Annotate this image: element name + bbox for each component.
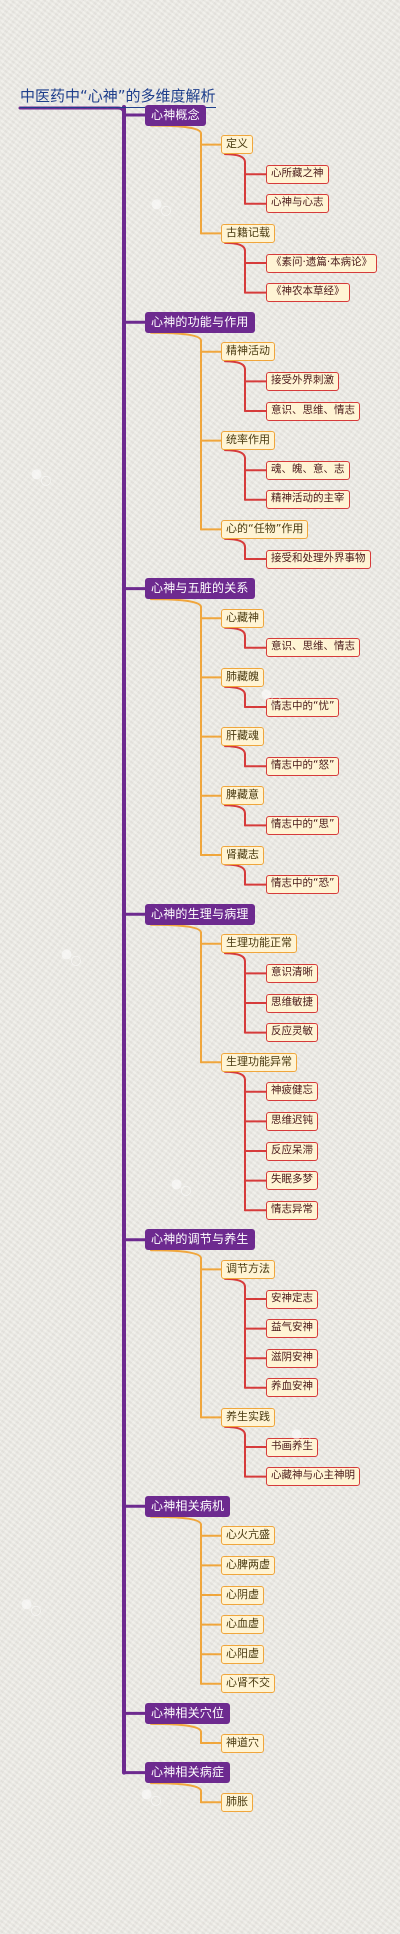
leaf-node[interactable]: 养血安神 (266, 1378, 318, 1398)
leaf-node[interactable]: 心神与心志 (266, 194, 329, 214)
section-node[interactable]: 心神的功能与作用 (145, 311, 255, 333)
leaf-node[interactable]: 益气安神 (266, 1319, 318, 1339)
leaf-node[interactable]: 滋阴安神 (266, 1348, 318, 1368)
section-node[interactable]: 心神与五脏的关系 (145, 578, 255, 600)
leaf-node[interactable]: 《素问·遗篇·本病论》 (266, 253, 378, 273)
leaf-node[interactable]: 意识清晰 (266, 963, 318, 983)
subtopic-node[interactable]: 心血虚 (221, 1615, 264, 1635)
subtopic-node[interactable]: 心肾不交 (221, 1674, 275, 1694)
leaf-node[interactable]: 书画养生 (266, 1437, 318, 1457)
section-node[interactable]: 心神相关病机 (145, 1495, 231, 1517)
subtopic-node[interactable]: 心藏神 (221, 608, 264, 628)
subtopic-node[interactable]: 定义 (221, 135, 253, 155)
leaf-node[interactable]: 神疲健忘 (266, 1082, 318, 1102)
subtopic-node[interactable]: 古籍记载 (221, 223, 275, 243)
leaf-node[interactable]: 意识、思维、情志 (266, 638, 360, 658)
subtopic-node[interactable]: 心的“任物”作用 (221, 519, 309, 539)
subtopic-node[interactable]: 神道穴 (221, 1733, 264, 1753)
leaf-node[interactable]: 意识、思维、情志 (266, 401, 360, 421)
page-title: 中医药中“心神”的多维度解析 (20, 86, 216, 108)
leaf-node[interactable]: 安神定志 (266, 1289, 318, 1309)
subtopic-node[interactable]: 统率作用 (221, 431, 275, 451)
section-node[interactable]: 心神相关穴位 (145, 1702, 231, 1724)
subtopic-node[interactable]: 心脾两虚 (221, 1555, 275, 1575)
leaf-node[interactable]: 情志异常 (266, 1200, 318, 1220)
leaf-node[interactable]: 思维迟钝 (266, 1111, 318, 1131)
leaf-node[interactable]: 情志中的“忧” (266, 697, 340, 717)
subtopic-node[interactable]: 调节方法 (221, 1259, 275, 1279)
section-node[interactable]: 心神相关病症 (145, 1762, 231, 1784)
leaf-node[interactable]: 《神农本草经》 (266, 283, 350, 303)
leaf-node[interactable]: 接受和处理外界事物 (266, 549, 371, 569)
leaf-node[interactable]: 情志中的“思” (266, 815, 340, 835)
leaf-node[interactable]: 反应呆滞 (266, 1141, 318, 1161)
subtopic-node[interactable]: 肝藏魂 (221, 727, 264, 747)
subtopic-node[interactable]: 心阴虚 (221, 1585, 264, 1605)
subtopic-node[interactable]: 心阳虚 (221, 1644, 264, 1664)
section-node[interactable]: 心神概念 (145, 104, 206, 126)
subtopic-node[interactable]: 肺藏魄 (221, 667, 264, 687)
subtopic-node[interactable]: 养生实践 (221, 1407, 275, 1427)
leaf-node[interactable]: 接受外界刺激 (266, 371, 339, 391)
section-node[interactable]: 心神的调节与养生 (145, 1229, 255, 1251)
leaf-node[interactable]: 情志中的“怒” (266, 756, 340, 776)
leaf-node[interactable]: 失眠多梦 (266, 1171, 318, 1191)
subtopic-node[interactable]: 肺胀 (221, 1792, 253, 1812)
leaf-node[interactable]: 心所藏之神 (266, 164, 329, 184)
subtopic-node[interactable]: 精神活动 (221, 342, 275, 362)
subtopic-node[interactable]: 脾藏意 (221, 786, 264, 806)
leaf-node[interactable]: 反应灵敏 (266, 1023, 318, 1043)
leaf-node[interactable]: 情志中的“恐” (266, 875, 340, 895)
section-node[interactable]: 心神的生理与病理 (145, 903, 255, 925)
subtopic-node[interactable]: 生理功能正常 (221, 934, 297, 954)
subtopic-node[interactable]: 心火亢盛 (221, 1526, 275, 1546)
subtopic-node[interactable]: 生理功能异常 (221, 1052, 297, 1072)
leaf-node[interactable]: 精神活动的主宰 (266, 490, 350, 510)
leaf-node[interactable]: 心藏神与心主神明 (266, 1467, 360, 1487)
leaf-node[interactable]: 思维敏捷 (266, 993, 318, 1013)
leaf-node[interactable]: 魂、魄、意、志 (266, 460, 350, 480)
subtopic-node[interactable]: 肾藏志 (221, 845, 264, 865)
